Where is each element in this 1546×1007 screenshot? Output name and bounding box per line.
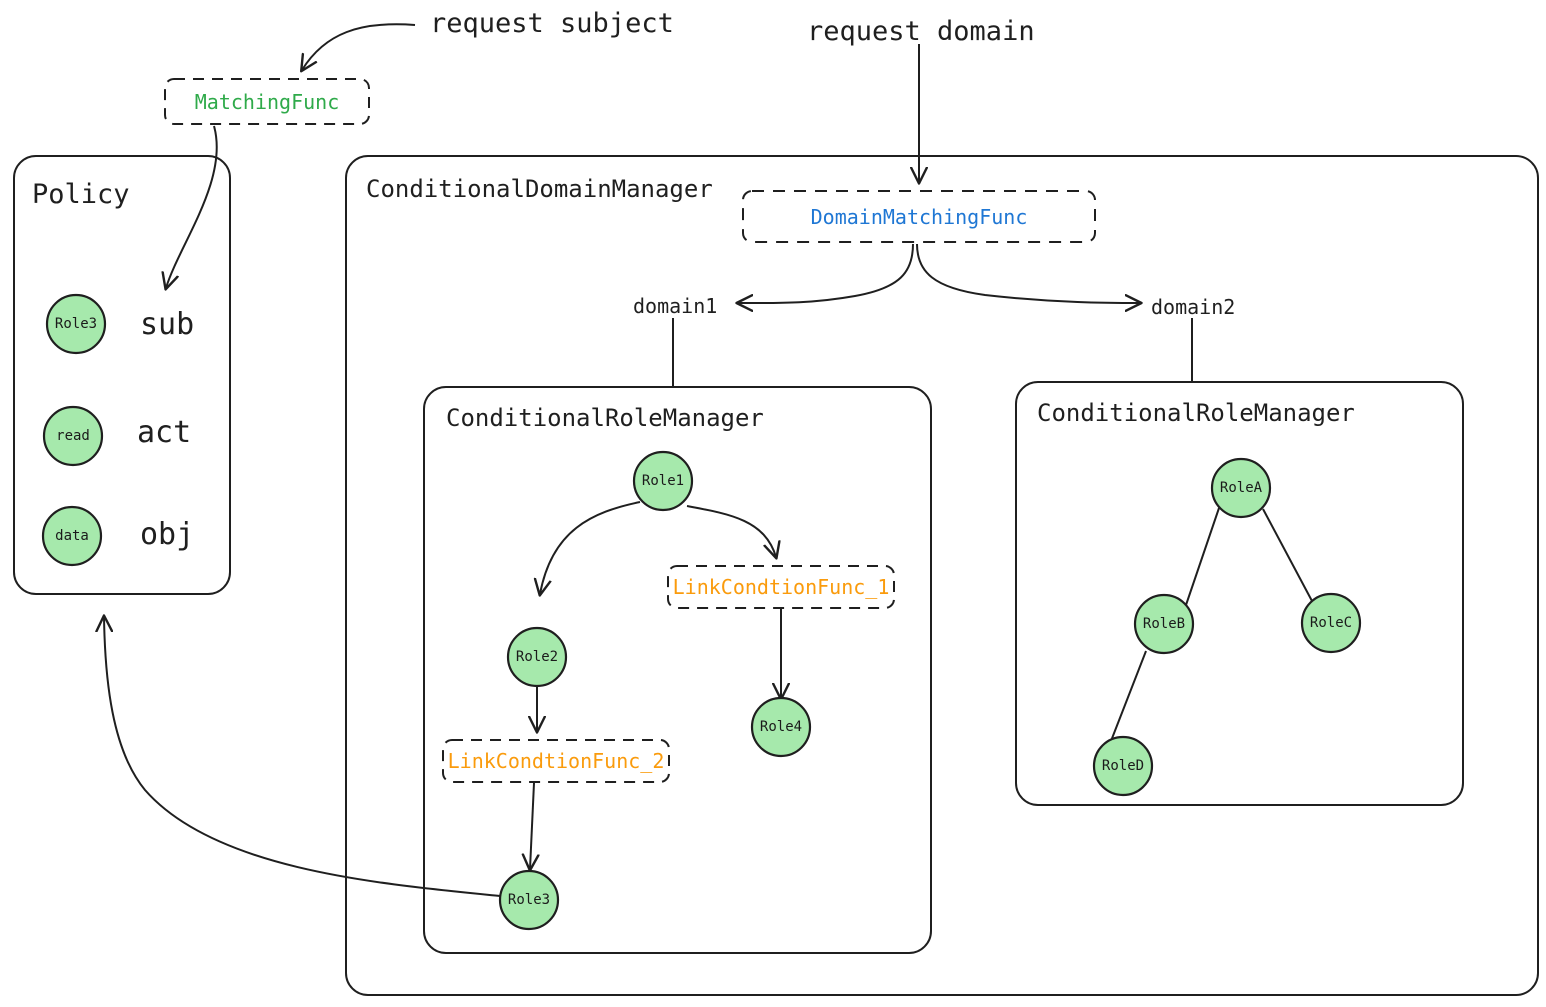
- request-subject-label: request subject: [430, 8, 674, 39]
- link-condtion-func-2-label[interactable]: LinkCondtionFunc_2: [447, 749, 665, 773]
- edge-role1-role2: [540, 501, 641, 594]
- edge-domain1: [738, 243, 914, 303]
- node-policy-role3-label: Role3: [54, 316, 98, 332]
- matching-func-label[interactable]: MatchingFunc: [194, 90, 340, 114]
- node-role4-label: Role4: [759, 719, 803, 735]
- edge-matchingfunc-to-sub: [166, 125, 218, 288]
- domain-matching-func-label[interactable]: DomainMatchingFunc: [810, 205, 1028, 229]
- node-policy-read-label: read: [56, 428, 90, 444]
- policy-box: [13, 155, 231, 595]
- node-role2-label: Role2: [515, 649, 559, 665]
- edge-rolea-rolec: [1262, 508, 1313, 602]
- node-rolec-label: RoleC: [1309, 615, 1353, 631]
- edge-roleb-roled: [1110, 650, 1147, 742]
- policy-attr-obj: obj: [140, 517, 195, 552]
- edge-role3-to-policy: [104, 617, 501, 897]
- policy-attr-sub: sub: [140, 307, 195, 342]
- edge-role1-linkcondtionfunc1: [686, 505, 776, 557]
- conditional-domain-manager-title: ConditionalDomainManager: [366, 175, 713, 203]
- node-policy-data-label: data: [55, 528, 89, 544]
- conditional-domain-manager-box: [345, 155, 1539, 996]
- node-role3-label: Role3: [507, 892, 551, 908]
- conditional-role-manager-right-box: [1015, 381, 1464, 806]
- conditional-role-manager-right-title: ConditionalRoleManager: [1037, 399, 1355, 427]
- edge-linkcondtionfunc2-role3: [530, 782, 534, 869]
- link-condtion-func-1-label[interactable]: LinkCondtionFunc_1: [672, 575, 890, 599]
- node-roled-label: RoleD: [1101, 758, 1145, 774]
- domain2-label: domain2: [1151, 295, 1236, 319]
- node-roleb-label: RoleB: [1142, 616, 1186, 632]
- policy-attr-act: act: [137, 415, 192, 450]
- edge-request-subject: [302, 23, 416, 70]
- conditional-role-manager-left-title: ConditionalRoleManager: [446, 404, 764, 432]
- request-domain-label: request domain: [807, 16, 1035, 47]
- conditional-role-manager-left-box: [423, 386, 932, 954]
- node-role1-label: Role1: [641, 473, 685, 489]
- edge-rolea-roleb: [1185, 507, 1220, 606]
- edge-domain2: [916, 243, 1140, 303]
- domain1-label: domain1: [633, 294, 718, 318]
- policy-title: Policy: [32, 179, 130, 210]
- node-rolea-label: RoleA: [1219, 480, 1263, 496]
